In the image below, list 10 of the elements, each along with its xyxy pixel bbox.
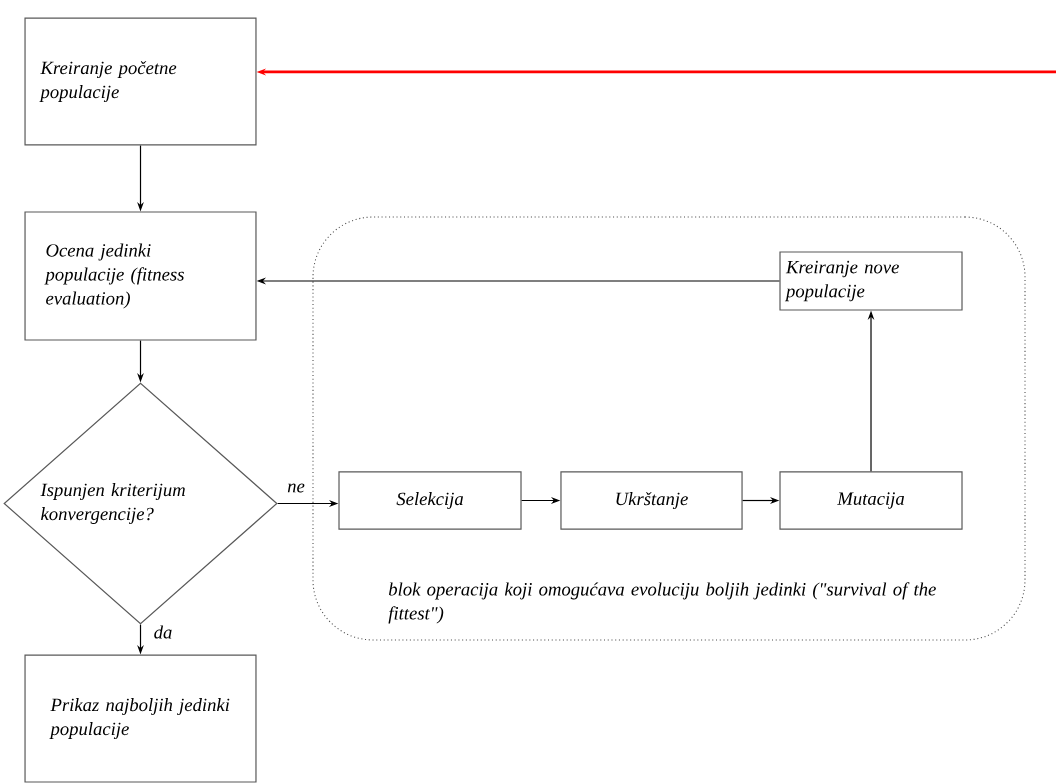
process-box: Kreiranje nove populacije: [779, 251, 963, 311]
process-box: Prikaz najboljih jedinki populacije: [24, 654, 257, 783]
edge-label: ne: [285, 482, 307, 494]
process-box: Ukrštanje: [560, 471, 743, 530]
edge-label: da: [152, 624, 174, 640]
region-caption: blok operacija koji omogućava evoluciju boljih jedinki ("survival of the fittest"): [388, 582, 936, 624]
process-box: Ocena jedinki populacije (fitness evaluation): [24, 211, 257, 341]
process-box: Selekcija: [338, 471, 522, 530]
process-box: Mutacija: [779, 471, 963, 530]
process-box: Kreiranje početne populacije: [24, 17, 257, 146]
